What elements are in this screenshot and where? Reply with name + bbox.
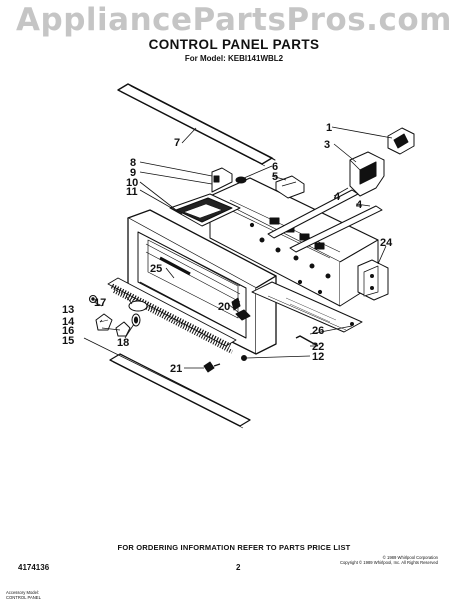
part-1-end-cap (387, 127, 415, 155)
part-21-screw (203, 361, 221, 373)
callout-3: 3 (324, 139, 330, 151)
callout-17: 17 (94, 297, 106, 309)
callout-26: 26 (312, 325, 324, 337)
callout-8: 8 (130, 157, 136, 169)
part-12-screw (241, 355, 247, 361)
control-panel-frame (127, 209, 277, 355)
callout-labels: 1 3 7 8 9 10 11 6 5 4 4 24 25 20 13 14 1… (62, 122, 393, 375)
callout-22: 22 (312, 341, 324, 353)
accessory-line-2: CONTROL PANEL (6, 595, 41, 600)
model-label: For Model: KEBI141WBL2 (184, 54, 284, 63)
part-24-side-bracket (357, 259, 389, 301)
accessory-line-1: Accessory Model: (6, 590, 40, 595)
callout-5: 5 (272, 171, 278, 183)
callout-7: 7 (174, 137, 180, 149)
part-22-strip (295, 335, 319, 347)
part-6-clip (235, 176, 247, 184)
part-4-rails (267, 189, 383, 253)
part-10-11-display-window (169, 193, 241, 227)
copyright-line-1: © 1989 Whirlpool Corporation (382, 555, 438, 560)
part-26-glass-panel (251, 281, 363, 333)
callout-4b: 4 (356, 199, 363, 211)
callout-21: 21 (170, 363, 182, 375)
leader-lines (83, 126, 393, 421)
accessory-note: Accessory Model: CONTROL PANEL (6, 590, 41, 600)
callout-14: 14 (62, 316, 75, 328)
callout-16: 16 (62, 325, 74, 337)
part-7-top-trim (117, 83, 276, 167)
callout-9: 9 (130, 167, 136, 179)
copyright-line-2: Copyright © 1989 Whirlpool, Inc. All Rig… (339, 560, 438, 565)
callout-11: 11 (126, 186, 138, 198)
ordering-info: FOR ORDERING INFORMATION REFER TO PARTS … (117, 543, 351, 552)
callout-25: 25 (150, 263, 162, 275)
callout-24: 24 (380, 237, 393, 249)
callout-13: 13 (62, 304, 74, 316)
knobs-assembly (88, 294, 148, 337)
callout-6: 6 (272, 161, 278, 173)
watermark: AppliancePartsPros.com (16, 2, 452, 38)
part-number: 4174136 (18, 563, 50, 572)
page-number: 2 (236, 563, 241, 572)
callout-10: 10 (126, 177, 138, 189)
part-8-9-panel-plate (211, 167, 233, 193)
callout-4a: 4 (334, 191, 341, 203)
callout-1: 1 (326, 122, 332, 134)
page-title: CONTROL PANEL PARTS (148, 37, 320, 52)
copyright: © 1989 Whirlpool Corporation Copyright ©… (340, 555, 438, 565)
callout-15: 15 (62, 335, 74, 347)
callout-20: 20 (218, 301, 230, 313)
callout-18: 18 (117, 337, 129, 349)
callout-12: 12 (312, 351, 324, 363)
part-20-clip (235, 309, 251, 321)
part-3-end-bracket (349, 151, 385, 197)
part-25-switch-strip (107, 277, 237, 354)
part-5-bracket (275, 175, 305, 199)
